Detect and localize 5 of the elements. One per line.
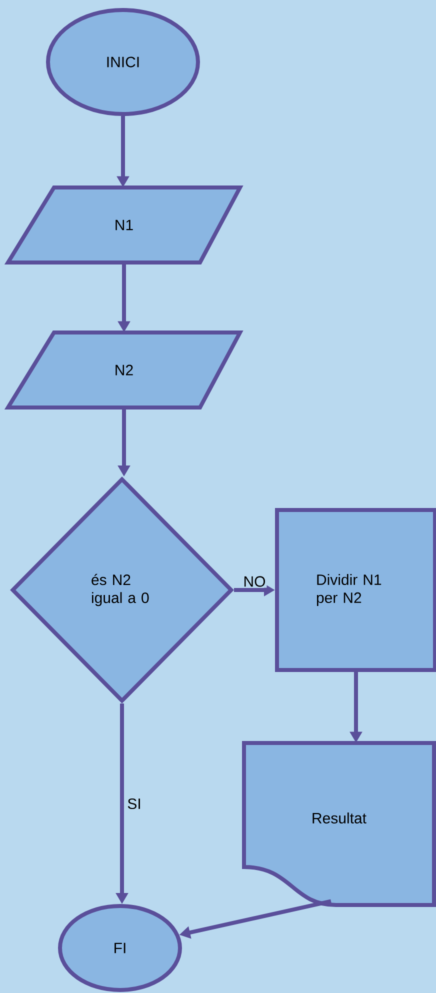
process-box: Dividir N1 per N2 — [275, 508, 436, 672]
terminal-oval: INICI — [46, 8, 200, 116]
edge-label: SI — [126, 797, 142, 810]
edge-label: NO — [242, 575, 267, 588]
terminal-oval: FI — [58, 904, 182, 992]
